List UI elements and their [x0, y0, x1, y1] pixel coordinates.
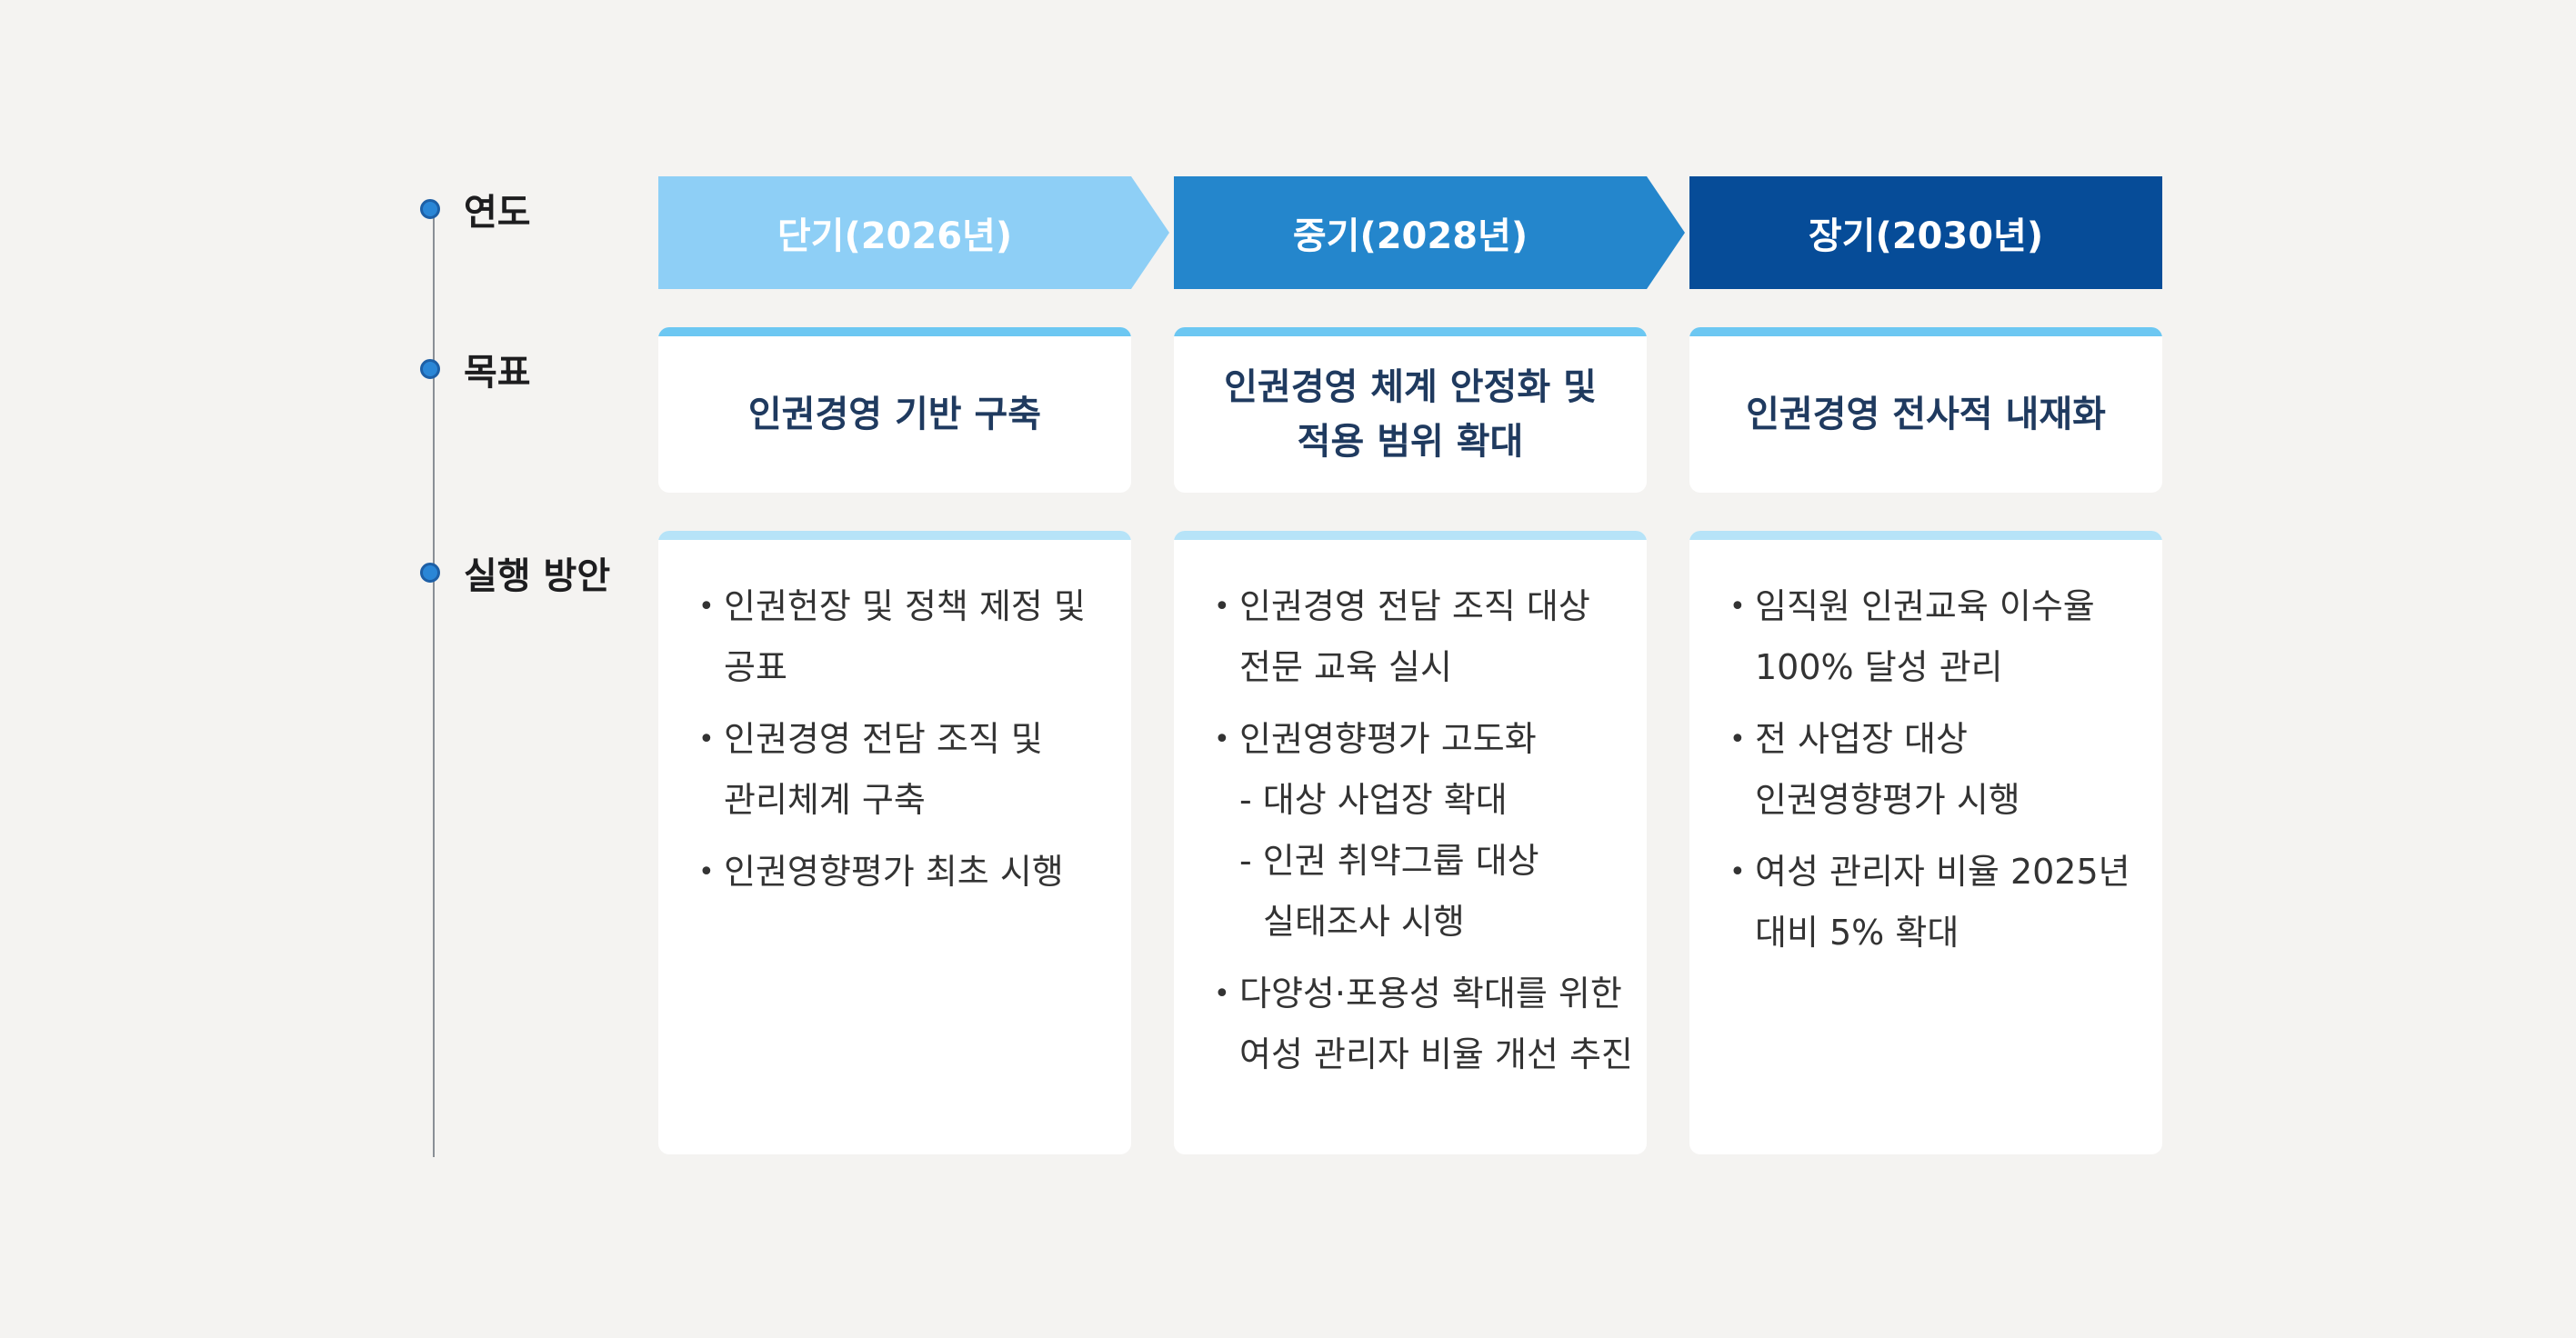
action-item-line: 여성 관리자 비율 2025년 — [1755, 852, 2130, 892]
goal-card-short: 인권경영 기반 구축 — [658, 327, 1131, 493]
action-item-line: 인권영향평가 고도화 — [1239, 719, 1537, 759]
action-item: 인권영향평가 최초 시행 — [698, 842, 1104, 903]
goal-card-accent-bar — [658, 327, 1131, 336]
action-item-line: 인권영향평가 시행 — [1755, 780, 2020, 820]
timeline-dot-icon — [420, 563, 440, 583]
phase-year-label: 장기(2030년) — [1808, 215, 2044, 257]
goal-text-line: 인권경영 체계 안정화 및 — [1224, 366, 1597, 408]
goal-card-accent-bar — [1174, 327, 1647, 336]
action-item-line: 100% 달성 관리 — [1755, 647, 2003, 687]
timeline-dot-icon — [420, 199, 440, 219]
row-label-year-text: 연도 — [464, 192, 531, 234]
chevron-right-icon — [1131, 176, 1169, 289]
action-card-accent-bar — [658, 531, 1131, 540]
goal-card-long: 인권경영 전사적 내재화 — [1689, 327, 2162, 493]
action-item-line: 임직원 인권교육 이수율 — [1755, 586, 2095, 626]
phase-year-label: 중기(2028년) — [1292, 215, 1529, 257]
action-item-line: 전 사업장 대상 — [1755, 719, 1968, 759]
action-item-line: 공표 — [724, 647, 787, 687]
phase-year-label: 단기(2026년) — [777, 215, 1013, 257]
timeline-dot-icon — [420, 359, 440, 379]
goal-text: 인권경영 전사적 내재화 — [1689, 336, 2162, 493]
action-item-line: 여성 관리자 비율 개선 추진 — [1239, 1034, 1633, 1074]
phase-year-box-long: 장기(2030년) — [1689, 176, 2162, 289]
action-item-line: 인권영향평가 최초 시행 — [724, 852, 1064, 892]
phase-year-box-mid: 중기(2028년) — [1174, 176, 1647, 289]
goal-text: 인권경영 기반 구축 — [658, 336, 1131, 493]
action-item-line: 대비 5% 확대 — [1755, 913, 1960, 953]
goal-text-line: 적용 범위 확대 — [1297, 421, 1524, 463]
action-item-line: - 대상 사업장 확대 — [1239, 780, 1508, 820]
timeline-line — [433, 209, 435, 1157]
chevron-right-icon — [1647, 176, 1685, 289]
action-item-line: - 인권 취약그룹 대상 — [1239, 841, 1539, 881]
goal-text-line: 인권경영 전사적 내재화 — [1746, 394, 2106, 435]
row-label-year: 연도 — [420, 182, 531, 236]
row-label-goal: 목표 — [420, 342, 531, 396]
action-card-accent-bar — [1174, 531, 1647, 540]
row-label-action-text: 실행 방안 — [464, 555, 611, 597]
action-item-line: 관리체계 구축 — [724, 780, 926, 820]
row-label-action: 실행 방안 — [420, 545, 610, 600]
phase-year-box-short: 단기(2026년) — [658, 176, 1131, 289]
goal-text-line: 인권경영 기반 구축 — [747, 394, 1042, 435]
action-item-line: 인권경영 전담 조직 대상 — [1239, 586, 1590, 626]
action-item-line: 인권경영 전담 조직 및 — [724, 719, 1043, 759]
action-item: 인권헌장 및 정책 제정 및공표 — [698, 576, 1104, 698]
action-item-line: 전문 교육 실시 — [1239, 647, 1452, 687]
row-label-goal-text: 목표 — [464, 352, 531, 394]
goal-card-accent-bar — [1689, 327, 2162, 336]
action-item-line: 인권헌장 및 정책 제정 및 — [724, 586, 1086, 626]
action-item: 임직원 인권교육 이수율 100% 달성 관리 — [1729, 576, 2135, 698]
action-item-line: 실태조사 시행 — [1263, 902, 1465, 942]
action-item-line: 다양성·포용성 확대를 위한 — [1239, 974, 1622, 1013]
action-card-accent-bar — [1689, 531, 2162, 540]
